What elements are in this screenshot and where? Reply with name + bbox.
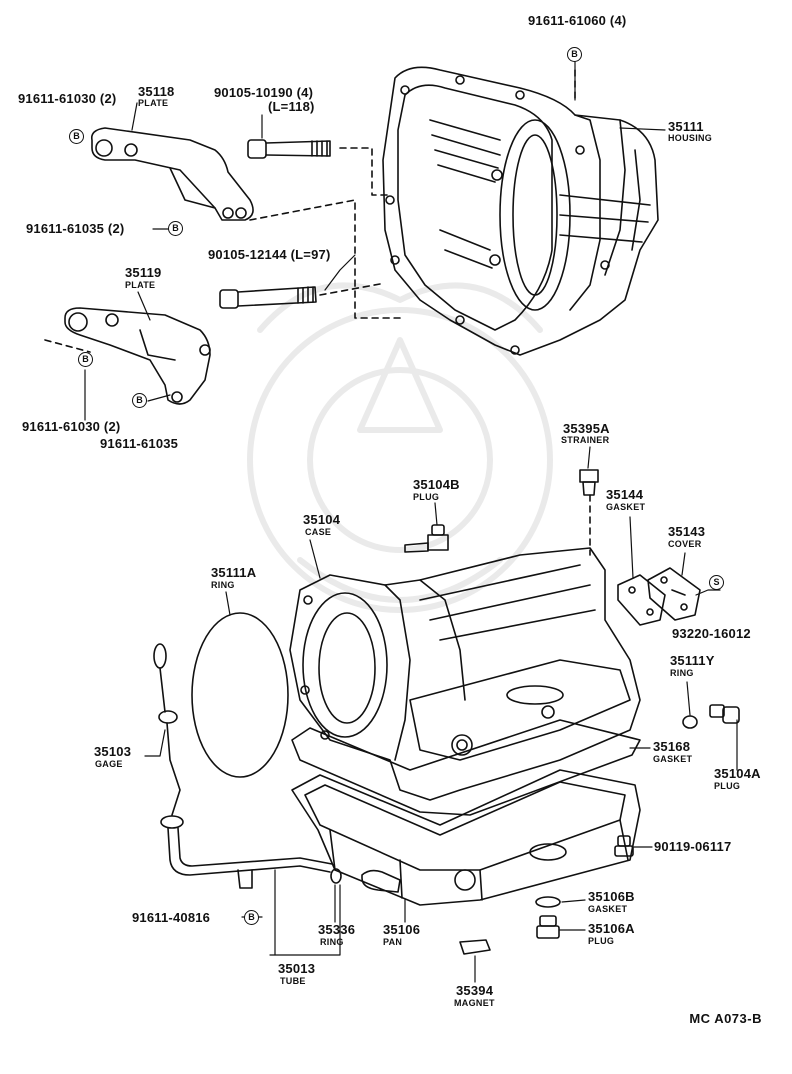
label-35103: 35103 <box>94 744 132 759</box>
label-35104B-name: PLUG <box>413 492 440 502</box>
label-35111Y-name: RING <box>670 668 694 678</box>
badge-b-91611-40816: B <box>244 910 259 925</box>
label-35111A: 35111A <box>211 565 257 580</box>
plug-35106A-drawing <box>536 915 560 939</box>
magnet-35394-drawing <box>459 939 491 955</box>
label-35111: 35111 <box>668 119 704 134</box>
label-35104A: 35104A <box>714 766 761 781</box>
label-90105-12144: 90105-12144 (L=97) <box>208 247 331 262</box>
label-35013: 35013 <box>278 961 316 976</box>
housing-35111-drawing <box>382 66 659 356</box>
label-35143-name: COVER <box>668 539 702 549</box>
label-35336-name: RING <box>320 937 344 947</box>
label-93220-16012: 93220-16012 <box>672 626 751 641</box>
label-35111Y: 35111Y <box>670 653 715 668</box>
badge-b-plate-35119: B <box>78 352 93 367</box>
badge-s-cover: S <box>709 575 724 590</box>
label-35144: 35144 <box>606 487 644 502</box>
label-35104A-name: PLUG <box>714 781 741 791</box>
plate-35118-drawing <box>90 127 254 221</box>
label-35395A-name: STRAINER <box>561 435 610 445</box>
cover-35143-drawing <box>647 567 701 621</box>
label-35144-name: GASKET <box>606 502 646 512</box>
bolt-90119-06117-drawing <box>614 835 634 857</box>
label-35104: 35104 <box>303 512 341 527</box>
case-35104-drawing <box>289 547 641 801</box>
tube-35013-drawing <box>160 815 333 889</box>
label-35168-name: GASKET <box>653 754 693 764</box>
ring-35336-drawing <box>330 868 342 884</box>
label-35143: 35143 <box>668 524 706 539</box>
badge-b-top-housing: B <box>567 47 582 62</box>
badge-b-plate-35118: B <box>69 129 84 144</box>
label-35394: 35394 <box>456 983 494 998</box>
label-35119-name: PLATE <box>125 280 156 290</box>
label-35106-name: PAN <box>383 937 403 947</box>
label-91611-61035-a: 91611-61035 (2) <box>26 221 125 236</box>
label-35106: 35106 <box>383 922 421 937</box>
bolt-90105-10190-drawing <box>247 139 331 159</box>
label-91611-61030-b: 91611-61030 (2) <box>22 419 121 434</box>
bolt-90105-12144-drawing <box>219 286 317 309</box>
label-35106B-name: GASKET <box>588 904 628 914</box>
label-35013-name: TUBE <box>280 976 306 986</box>
label-91611-61030-a: 91611-61030 (2) <box>18 91 117 106</box>
gasket-35106B-drawing <box>535 896 561 908</box>
label-91611-61035-b: 91611-61035 <box>100 436 179 451</box>
plate-35119-drawing <box>64 307 211 405</box>
label-35395A: 35395A <box>563 421 610 436</box>
pan-fitting-drawing <box>361 869 401 893</box>
label-35118: 35118 <box>138 84 175 99</box>
watermark-emblem <box>247 282 553 613</box>
label-35103-name: GAGE <box>95 759 123 769</box>
dashed-leaders-plates <box>44 339 591 556</box>
label-35106A-name: PLUG <box>588 936 615 946</box>
plug-35104B-drawing <box>404 524 449 553</box>
gasket-35168-drawing <box>291 719 641 816</box>
diagram-code: MC A073-B <box>689 1011 762 1026</box>
strainer-35395A-drawing <box>579 469 599 496</box>
plug-35104A-drawing <box>709 704 740 724</box>
label-35111-name: HOUSING <box>668 133 713 143</box>
ring-35111A-drawing <box>191 612 289 778</box>
label-35104-name: CASE <box>305 527 332 537</box>
label-35106A: 35106A <box>588 921 635 936</box>
label-35118-name: PLATE <box>138 98 169 108</box>
ring-35111Y-drawing <box>682 715 698 729</box>
gage-35103-drawing <box>153 643 181 816</box>
badge-b-91611-61035-b: B <box>132 393 147 408</box>
label-90105-10190-note: (L=118) <box>268 99 315 114</box>
label-35168: 35168 <box>653 739 691 754</box>
label-90105-10190: 90105-10190 (4) <box>214 85 314 100</box>
pan-35106-drawing <box>291 769 641 906</box>
label-91611-40816: 91611-40816 <box>132 910 211 925</box>
label-35119: 35119 <box>125 265 162 280</box>
label-91611-61060: 91611-61060 (4) <box>528 13 627 28</box>
label-90119-06117: 90119-06117 <box>654 839 732 854</box>
gasket-35144-drawing <box>617 574 666 626</box>
label-35394-name: MAGNET <box>454 998 495 1008</box>
label-35111A-name: RING <box>211 580 235 590</box>
label-35104B: 35104B <box>413 477 460 492</box>
badge-b-91611-61035-a: B <box>168 221 183 236</box>
label-35336: 35336 <box>318 922 356 937</box>
label-35106B: 35106B <box>588 889 635 904</box>
